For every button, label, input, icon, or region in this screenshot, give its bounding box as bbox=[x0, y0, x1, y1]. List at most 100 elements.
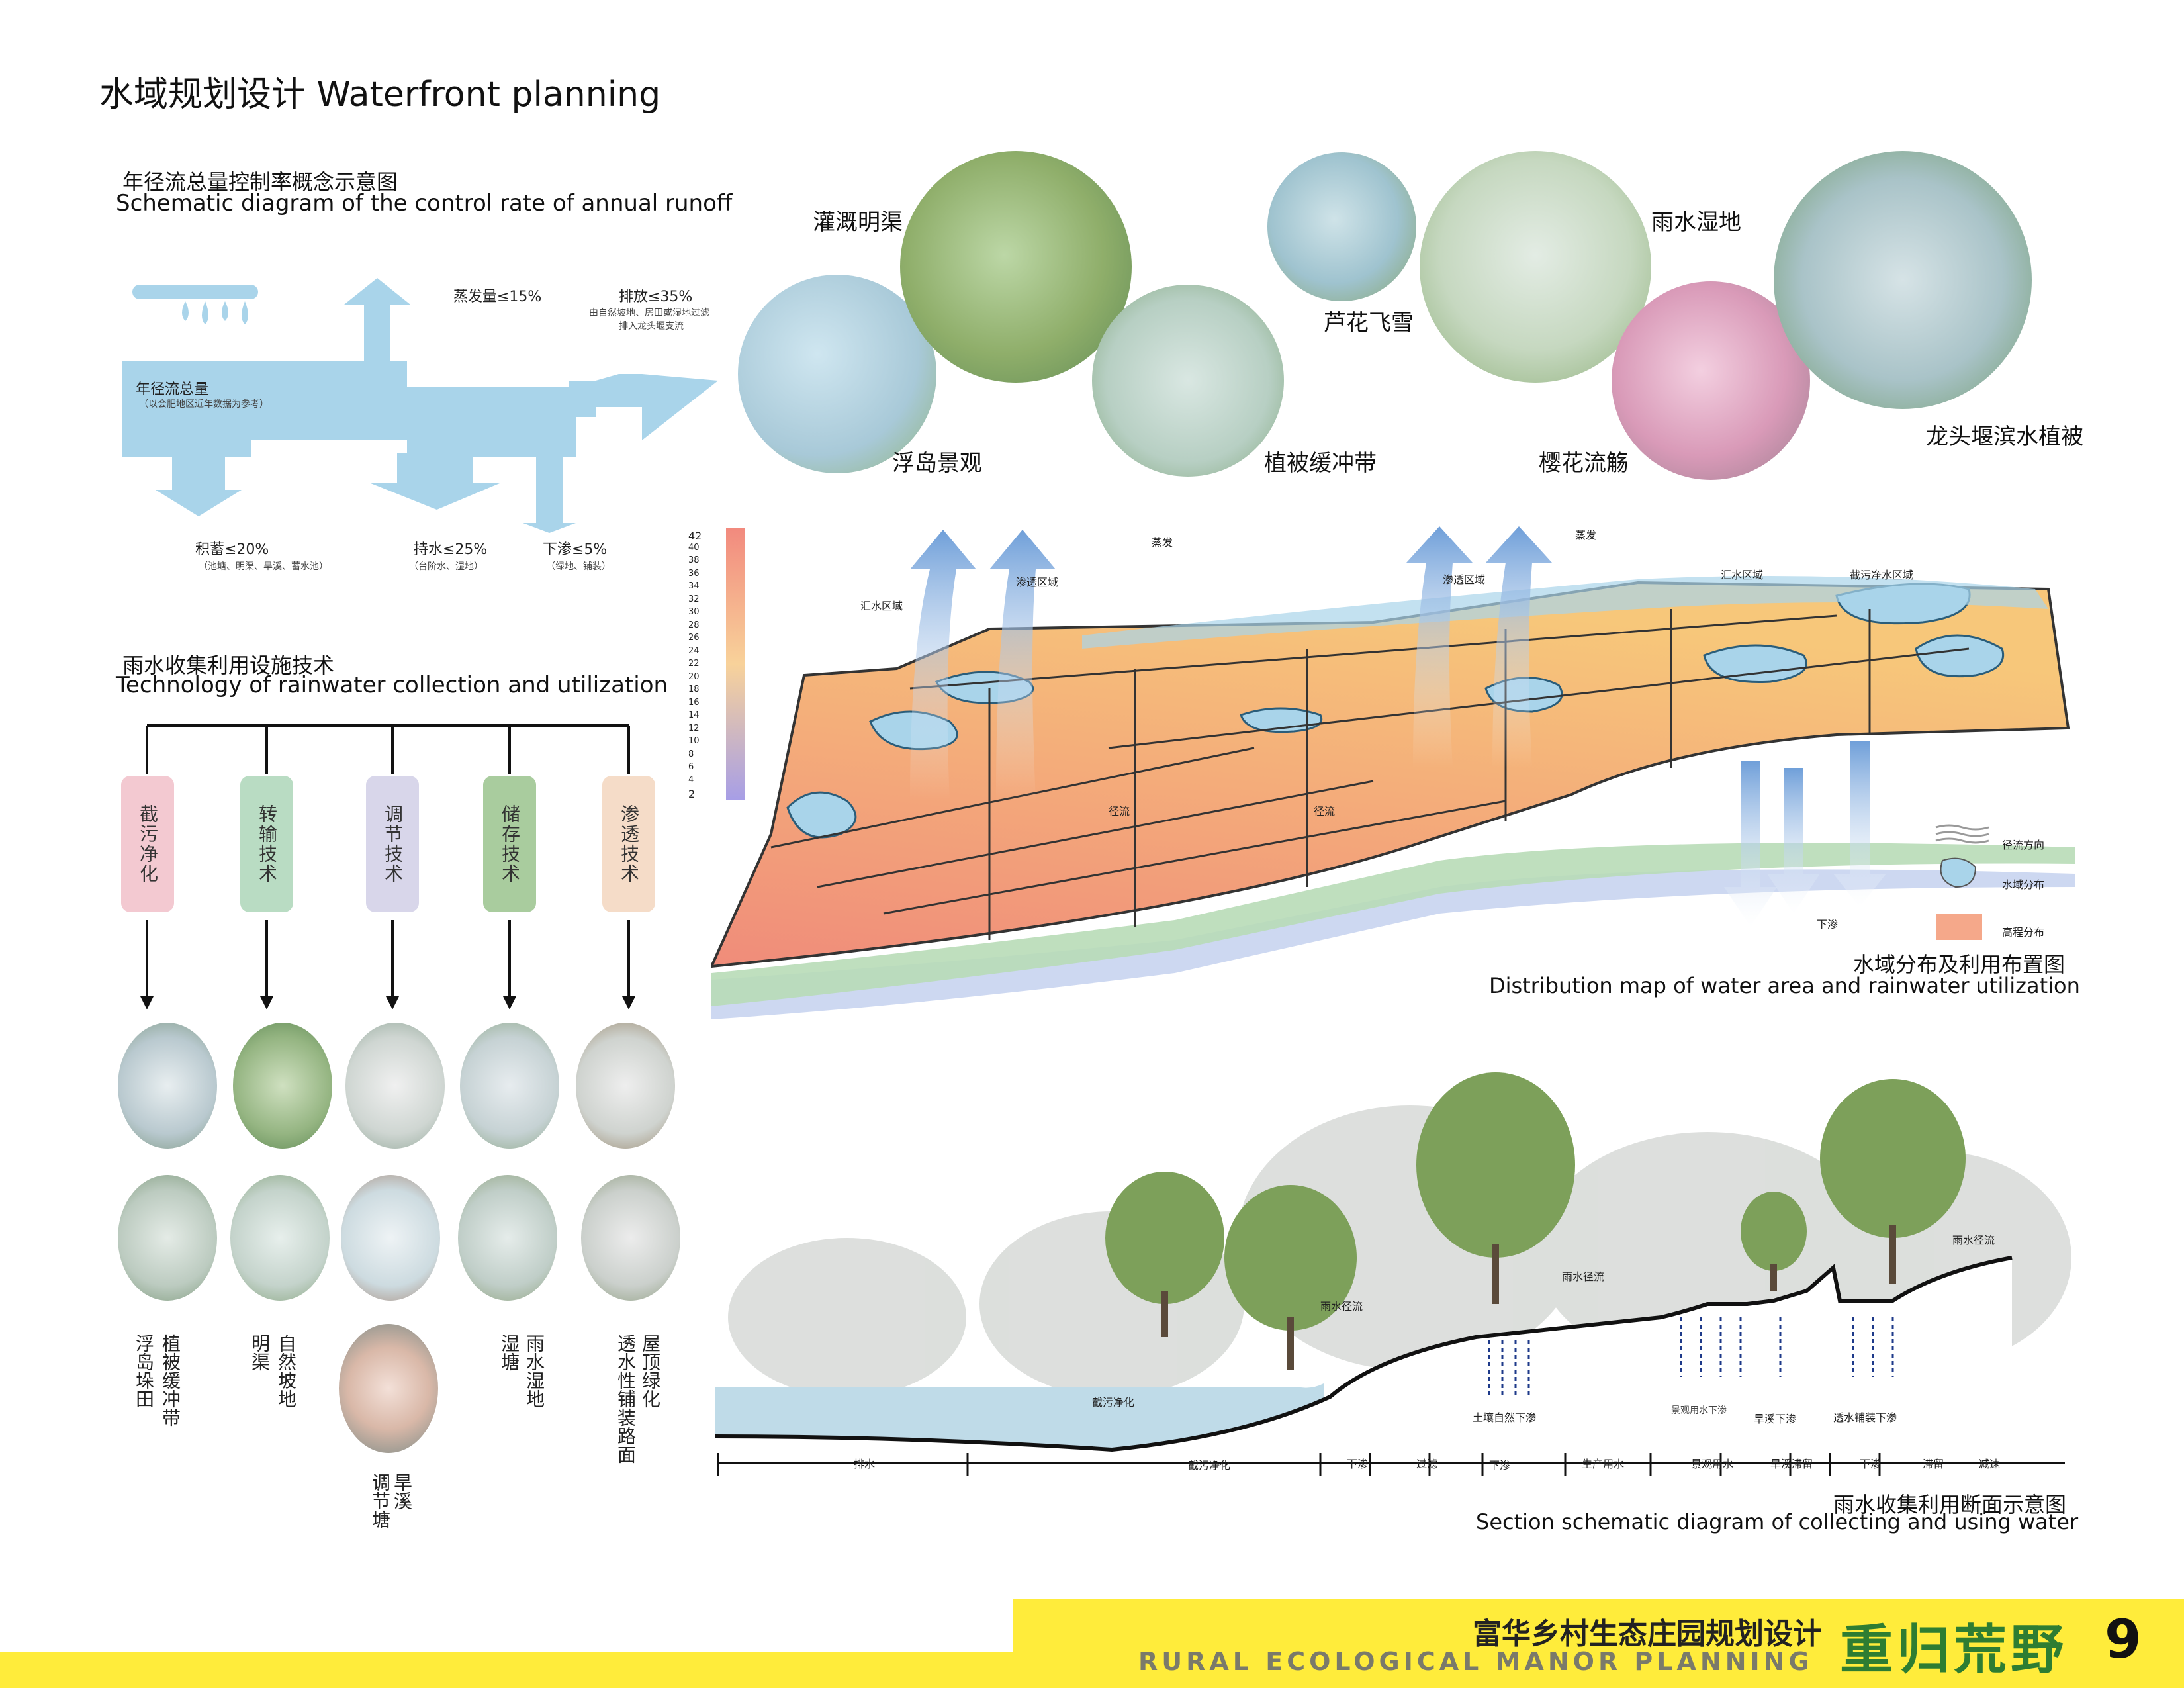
footer-project-en: RURAL ECOLOGICAL MANOR PLANNING bbox=[1138, 1647, 1813, 1676]
seepage-arrow-1 bbox=[1724, 761, 1777, 927]
label-vegetation-buffer: 植被缓冲带 bbox=[159, 1334, 181, 1427]
seepage-arrow-2 bbox=[1767, 768, 1820, 914]
evaporation-arrow-2 bbox=[989, 530, 1056, 801]
runoff-total-label: 年径流总量 bbox=[136, 381, 209, 398]
scale-tick-30: 30 bbox=[688, 607, 700, 617]
map-caption-en: Distribution map of water area and rainw… bbox=[1489, 973, 2080, 998]
vegetation-buffer-label: 植被缓冲带 bbox=[1264, 450, 1377, 477]
legend-flow-icon bbox=[1935, 824, 1989, 844]
label-rain-wetland: 雨水湿地 bbox=[523, 1334, 545, 1408]
storage-label: 积蓄≤20% bbox=[195, 541, 269, 558]
irrigation-canal-label: 灌溉明渠 bbox=[813, 209, 903, 236]
soil-seepage-label: 土壤自然下渗 bbox=[1473, 1411, 1537, 1424]
legend-water-icon bbox=[1940, 857, 1977, 888]
riverside-vegetation-label: 龙头堰滨水植被 bbox=[1926, 424, 2083, 450]
regulation-plan-1 bbox=[345, 1023, 445, 1149]
scale-tick-36: 36 bbox=[688, 568, 700, 579]
purification-plan-2 bbox=[118, 1175, 217, 1301]
cherry-stream-photo bbox=[1612, 281, 1810, 480]
scale-tick-18: 18 bbox=[688, 684, 700, 694]
infiltration-plan-2 bbox=[581, 1175, 680, 1301]
label-open-canal: 明渠 bbox=[249, 1334, 271, 1371]
regulation-pond-plan bbox=[339, 1324, 438, 1453]
main-runoff-arrow bbox=[122, 361, 718, 457]
map-caption-cn: 水域分布及利用布置图 bbox=[1853, 952, 2066, 977]
scale-tick-40: 40 bbox=[688, 542, 700, 553]
zone-purification: 截污净化 bbox=[1188, 1459, 1231, 1472]
zone-retention: 滞留 bbox=[1923, 1458, 1944, 1470]
evap-label-1: 蒸发 bbox=[1152, 536, 1173, 549]
scale-tick-42: 42 bbox=[688, 530, 702, 542]
footer-band-upper bbox=[1013, 1599, 2184, 1652]
zone-dry-creek-retention: 旱溪滞留 bbox=[1770, 1458, 1813, 1470]
rain-cloud-icon bbox=[132, 285, 258, 324]
label-wet-pond: 湿塘 bbox=[498, 1334, 520, 1371]
zone-seepage-3: 下渗 bbox=[1860, 1458, 1882, 1470]
catchment-label-2: 汇水区域 bbox=[1721, 569, 1764, 581]
section-caption-cn: 雨水收集利用断面示意图 bbox=[1833, 1492, 2067, 1517]
runoff-total-note: （以会肥地区近年数据为参考） bbox=[139, 399, 269, 410]
evaporation-arrow-1 bbox=[910, 530, 976, 801]
footer-band-lower bbox=[0, 1652, 2184, 1688]
evap-label-2: 蒸发 bbox=[1575, 529, 1597, 541]
scale-tick-4: 4 bbox=[688, 774, 694, 785]
label-regulation-pond: 调节塘 bbox=[369, 1473, 391, 1528]
label-dry-creek: 旱溪 bbox=[391, 1473, 413, 1510]
evaporation-arrow-4 bbox=[1486, 526, 1552, 768]
scale-tick-12: 12 bbox=[688, 723, 700, 733]
page-title: 水域规划设计 Waterfront planning bbox=[99, 75, 661, 115]
page-number: 9 bbox=[2105, 1609, 2142, 1670]
zone-seepage-1: 下渗 bbox=[1347, 1458, 1369, 1470]
floating-island-label: 浮岛景观 bbox=[892, 450, 982, 477]
tech-regulation: 调节技术 bbox=[366, 776, 419, 912]
scale-tick-20: 20 bbox=[688, 671, 700, 682]
storage-plan-1 bbox=[460, 1023, 559, 1149]
scale-tick-6: 6 bbox=[688, 762, 694, 772]
section-runoff-label-b: 雨水径流 bbox=[1562, 1270, 1605, 1283]
legend-elevation-swatch bbox=[1936, 914, 1982, 940]
runoff-label-2: 径流 bbox=[1314, 805, 1336, 818]
retention-label: 持水≤25% bbox=[414, 541, 488, 558]
landscape-seepage-label: 景观用水下渗 bbox=[1671, 1405, 1727, 1416]
zone-filter: 过滤 bbox=[1416, 1458, 1438, 1470]
evaporation-arrow bbox=[344, 278, 410, 364]
section-runoff-label-a: 雨水径流 bbox=[1320, 1300, 1363, 1313]
label-floating-island-field: 浮岛垛田 bbox=[133, 1334, 155, 1408]
infiltration-label: 下渗≤5% bbox=[543, 541, 608, 558]
storage-arrow bbox=[156, 453, 242, 516]
zone-landscape-water: 景观用水 bbox=[1691, 1458, 1734, 1470]
scale-tick-38: 38 bbox=[688, 555, 700, 565]
scale-tick-34: 34 bbox=[688, 581, 700, 591]
dry-creek-seepage-label: 旱溪下渗 bbox=[1754, 1413, 1797, 1425]
discharge-note-1: 由自然坡地、房田或湿地过滤 bbox=[589, 308, 709, 318]
conveyance-plan-1 bbox=[233, 1023, 332, 1149]
rain-wetland-label: 雨水湿地 bbox=[1651, 209, 1741, 236]
scale-tick-32: 32 bbox=[688, 594, 700, 604]
floating-island-photo bbox=[738, 275, 936, 473]
regulation-plan-2 bbox=[341, 1175, 440, 1301]
scale-tick-2: 2 bbox=[688, 788, 696, 800]
runoff-title-cn: 年径流总量控制率概念示意图 bbox=[122, 169, 398, 195]
elevation-scale-bar bbox=[726, 528, 745, 800]
seepage-label: 下渗 bbox=[1817, 918, 1839, 931]
vegetation-buffer-photo bbox=[1092, 285, 1284, 477]
infiltration-arrow bbox=[523, 453, 576, 533]
conveyance-plan-2 bbox=[230, 1175, 330, 1301]
label-natural-slope: 自然坡地 bbox=[275, 1334, 297, 1408]
infiltration-zone-label-2: 渗透区域 bbox=[1443, 573, 1486, 586]
catchment-label-1: 汇水区域 bbox=[860, 600, 903, 612]
scale-tick-22: 22 bbox=[688, 659, 700, 669]
scale-tick-8: 8 bbox=[688, 749, 694, 759]
section-diagram bbox=[715, 1072, 2071, 1483]
storage-plan-2 bbox=[458, 1175, 557, 1301]
infiltration-note: （绿地、铺装） bbox=[546, 561, 611, 572]
infiltration-zone-label-1: 渗透区域 bbox=[1016, 576, 1059, 588]
zone-seepage-2: 下渗 bbox=[1489, 1459, 1511, 1472]
discharge-note-2: 排入龙头堰支流 bbox=[619, 321, 684, 332]
water-distribution-map bbox=[711, 526, 2075, 1059]
section-purify-label: 截污净化 bbox=[1092, 1396, 1135, 1409]
storage-note: （池塘、明渠、旱溪、蓄水池） bbox=[199, 561, 328, 572]
runoff-title-en: Schematic diagram of the control rate of… bbox=[116, 190, 733, 216]
scale-tick-14: 14 bbox=[688, 710, 700, 720]
scale-tick-10: 10 bbox=[688, 736, 700, 746]
